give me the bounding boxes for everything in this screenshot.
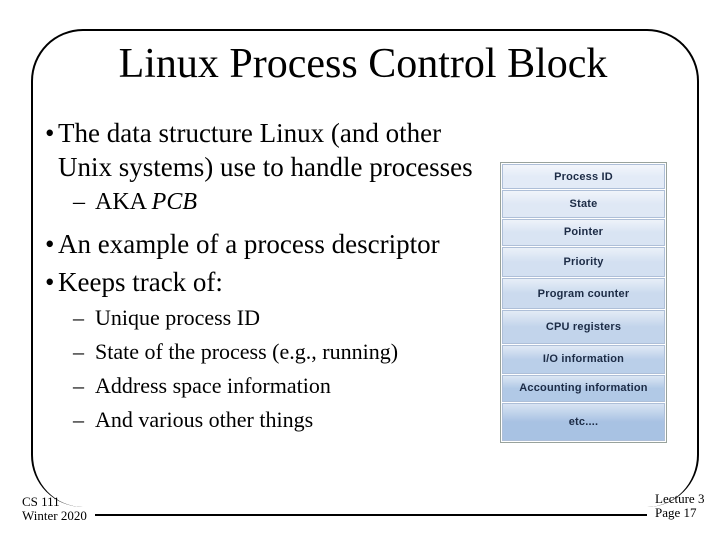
sub-bullet-text: Unique process ID xyxy=(95,305,260,330)
footer-divider-line xyxy=(95,514,647,516)
pcb-row: Accounting information xyxy=(502,374,665,402)
sub-bullet-line: –And various other things xyxy=(73,407,313,432)
footer-page-block: Lecture 3 Page 17 xyxy=(655,492,704,520)
pcb-row: Priority xyxy=(502,246,665,277)
dash-icon: – xyxy=(73,339,84,364)
pcb-row: etc.... xyxy=(502,403,665,441)
sub-bullet-text: And various other things xyxy=(95,407,314,432)
dash-icon: – xyxy=(73,373,84,398)
bullet-dot-icon: • xyxy=(45,267,55,297)
pcb-diagram-image: Process ID State Pointer Priority Progra… xyxy=(500,162,667,443)
sub-bullet-line: –State of the process (e.g., running) xyxy=(73,339,398,364)
bullet-dot-icon: • xyxy=(45,118,55,148)
sub-bullet-text: State of the process (e.g., running) xyxy=(95,339,399,364)
pcb-row: CPU registers xyxy=(502,310,665,344)
pcb-row: I/O information xyxy=(502,344,665,374)
footer-lecture: Lecture 3 xyxy=(655,491,705,506)
pcb-row: Pointer xyxy=(502,218,665,246)
sub-bullet-line: –Address space information xyxy=(73,373,331,398)
sub-bullet-line: –AKA PCB xyxy=(73,189,197,217)
footer-course-block: CS 111 Winter 2020 xyxy=(22,495,87,523)
pcb-row: Program counter xyxy=(502,277,665,310)
bullet-text: The data structure Linux (and other xyxy=(58,118,442,148)
slide-title: Linux Process Control Block xyxy=(118,41,608,87)
bullet-line: •An example of a process descriptor xyxy=(45,229,440,260)
dash-icon: – xyxy=(73,407,84,432)
dash-icon: – xyxy=(73,189,85,215)
footer-term: Winter 2020 xyxy=(22,508,87,523)
sub-bullet-text: AKA xyxy=(95,189,152,215)
bullet-text: Keeps track of: xyxy=(58,267,223,297)
sub-bullet-italic-text: PCB xyxy=(151,189,197,215)
pcb-row: State xyxy=(502,190,665,218)
dash-icon: – xyxy=(73,305,84,330)
slide-border-frame xyxy=(31,29,699,507)
bullet-line: •The data structure Linux (and other xyxy=(45,118,441,149)
bullet-text: An example of a process descriptor xyxy=(58,229,440,259)
sub-bullet-text: Address space information xyxy=(95,373,331,398)
footer-page: Page 17 xyxy=(655,505,697,520)
sub-bullet-line: –Unique process ID xyxy=(73,305,260,330)
bullet-text: Unix systems) use to handle processes xyxy=(58,152,473,182)
pcb-row: Process ID xyxy=(502,164,665,190)
bullet-line-wrap: Unix systems) use to handle processes xyxy=(58,152,504,183)
bullet-line: •Keeps track of: xyxy=(45,267,223,298)
bullet-dot-icon: • xyxy=(45,229,55,259)
footer-course: CS 111 xyxy=(22,494,60,509)
